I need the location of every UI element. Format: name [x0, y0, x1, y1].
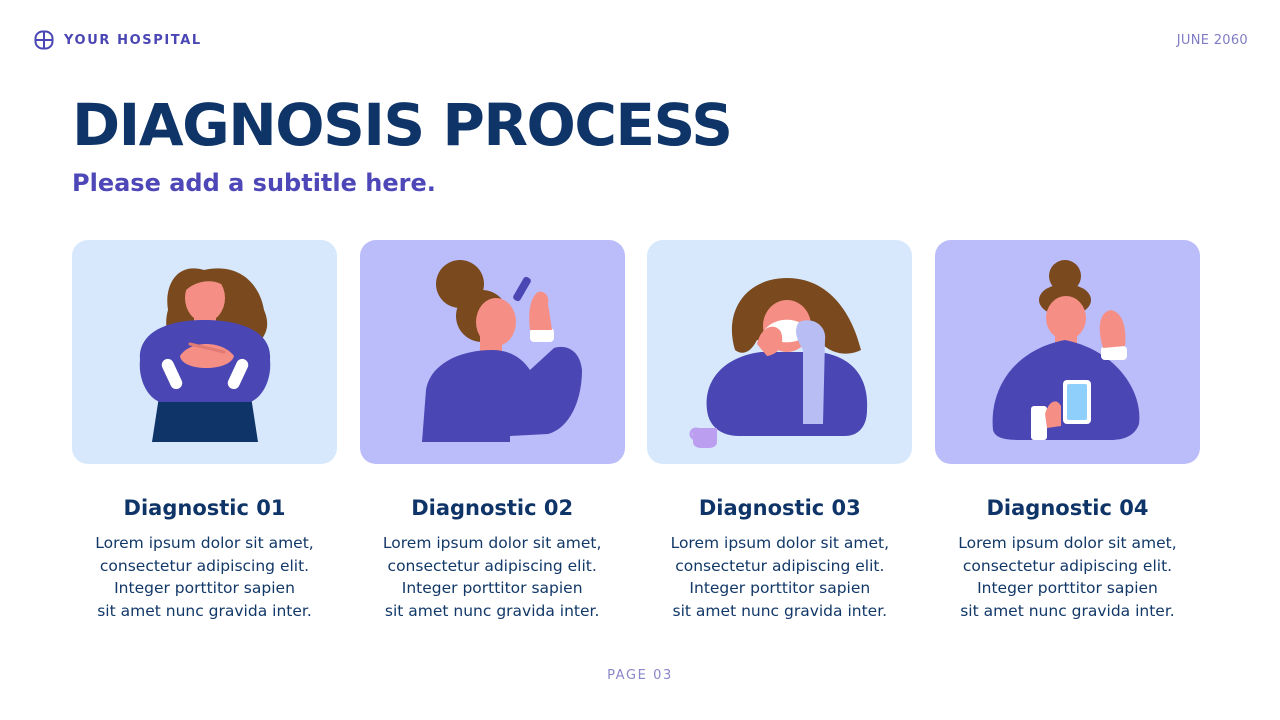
diagnostic-card-2: Diagnostic 02 Lorem ipsum dolor sit amet…: [359, 240, 625, 622]
card-illustration: [647, 240, 913, 464]
card-title: Diagnostic 03: [698, 496, 861, 520]
card-text-line: sit amet nunc gravida inter.: [384, 601, 600, 620]
card-title: Diagnostic 04: [986, 496, 1149, 520]
page-title: DIAGNOSIS PROCESS: [72, 91, 733, 159]
brand-name: YOUR HOSPITAL: [64, 32, 202, 48]
card-text-line: consectetur adipiscing elit.: [962, 556, 1173, 575]
card-text-line: consectetur adipiscing elit.: [387, 556, 597, 575]
header-date: JUNE 2060: [1176, 33, 1248, 48]
hospital-logo-icon: [34, 30, 54, 50]
page-subtitle: Please add a subtitle here.: [72, 169, 436, 197]
card-description: Lorem ipsum dolor sit amet, consectetur …: [360, 532, 625, 622]
card-illustration: [934, 240, 1200, 464]
card-text-line: Integer porttitor sapien: [977, 579, 1158, 597]
card-illustration: [72, 240, 337, 464]
woman-eye-drops-illustration: [421, 260, 582, 442]
diagnostic-cards: Diagnostic 01 Lorem ipsum dolor sit amet…: [72, 240, 1200, 622]
card-description: Lorem ipsum dolor sit amet, consectetur …: [72, 532, 337, 622]
woman-taking-pill-illustration: [992, 260, 1140, 440]
card-text-line: Integer porttitor sapien: [401, 579, 583, 597]
card-text-line: consectetur adipiscing elit.: [675, 556, 885, 575]
card-text-line: Integer porttitor sapien: [689, 579, 871, 597]
card-title: Diagnostic 02: [411, 496, 574, 520]
card-text-line: sit amet nunc gravida inter.: [672, 601, 888, 620]
card-text-line: Lorem ipsum dolor sit amet,: [95, 534, 314, 552]
woman-chest-pain-illustration: [139, 268, 271, 442]
brand: YOUR HOSPITAL: [34, 30, 202, 50]
card-title: Diagnostic 01: [123, 496, 286, 520]
diagnostic-card-3: Diagnostic 03 Lorem ipsum dolor sit amet…: [647, 240, 913, 622]
card-text-line: sit amet nunc gravida inter.: [97, 601, 312, 620]
card-illustration: [359, 240, 625, 464]
card-text-line: Lorem ipsum dolor sit amet,: [958, 534, 1177, 552]
page-number: PAGE 03: [607, 668, 673, 683]
card-description: Lorem ipsum dolor sit amet, consectetur …: [935, 532, 1200, 622]
card-text-line: Lorem ipsum dolor sit amet,: [382, 534, 602, 552]
diagnostic-card-4: Diagnostic 04 Lorem ipsum dolor sit amet…: [934, 240, 1200, 622]
card-text-line: Integer porttitor sapien: [114, 579, 295, 597]
diagnostic-card-1: Diagnostic 01 Lorem ipsum dolor sit amet…: [72, 240, 337, 622]
card-description: Lorem ipsum dolor sit amet, consectetur …: [647, 532, 912, 622]
card-text-line: sit amet nunc gravida inter.: [960, 601, 1175, 620]
card-text-line: Lorem ipsum dolor sit amet,: [670, 534, 890, 552]
woman-sneezing-illustration: [689, 278, 868, 448]
card-text-line: consectetur adipiscing elit.: [99, 556, 310, 575]
